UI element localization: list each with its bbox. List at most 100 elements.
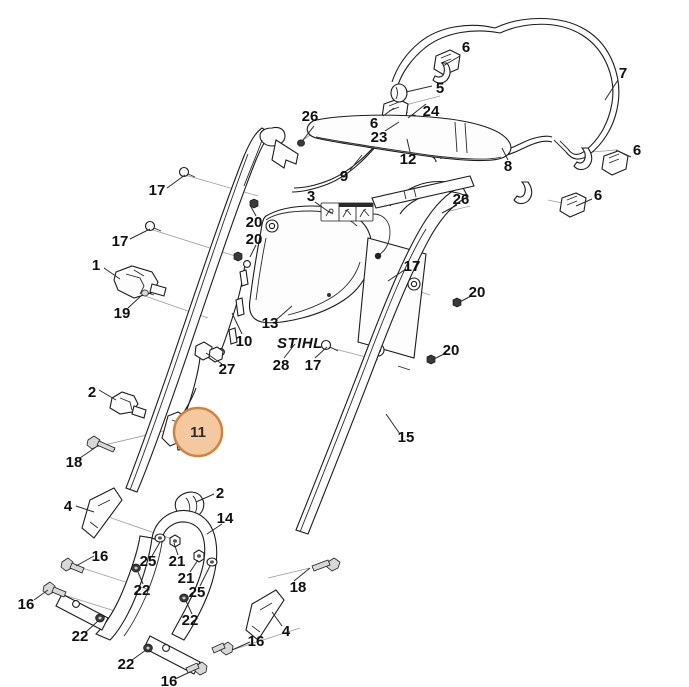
stihl-brand-logo: STIHL [277,335,323,352]
grip-4-right [245,589,285,641]
callout-number-1: 1 [92,257,100,274]
nut-20-d [426,354,436,365]
handlebar-9 [306,114,512,162]
upper-right-bar [371,175,475,209]
cable-terminal-bottom [513,181,533,205]
callout-number-17: 17 [305,357,322,374]
leader-line [275,305,293,321]
leader-line [405,85,433,93]
eyelet-17-a [178,166,196,178]
nut-20-b [233,251,243,262]
bolt-26-top [297,139,305,147]
leader-line [199,565,211,587]
callout-number-22: 22 [72,628,89,645]
left-handle-tube [125,126,299,493]
leader-line [137,571,144,585]
highlight-circle[interactable] [172,406,224,458]
callout-number-8: 8 [504,158,512,175]
leader-line [79,446,97,459]
leader-line [406,138,411,153]
callout-number-23: 23 [371,129,388,146]
clamp-2-upper [109,391,147,419]
nut-21-a [169,534,181,548]
callout-number-19: 19 [114,305,131,322]
eyelet-17-d [320,339,339,352]
leader-line [231,641,251,651]
callout-leader-lines [33,55,632,680]
leader-line [173,542,179,556]
callout-number-28: 28 [273,357,290,374]
leader-line [501,147,509,161]
bolt-16-b [42,581,67,598]
callout-number-7: 7 [619,65,627,82]
callout-number-27: 27 [219,361,236,378]
callout-number-2: 2 [88,384,96,401]
callout-number-20: 20 [246,214,263,231]
leader-line [615,149,632,158]
callout-number-22: 22 [134,582,151,599]
grommet-5 [390,83,408,103]
washer-25-a [154,533,166,543]
callout-number-5: 5 [436,80,444,97]
mount-bracket-right [143,635,201,675]
callout-number-17: 17 [404,258,421,275]
leader-line [98,389,117,401]
callout-number-21: 21 [169,553,186,570]
cable-clip-6-c [559,192,587,218]
bolt-18-right [311,557,341,572]
callout-number-16: 16 [161,673,178,687]
bolt-18-left [86,435,116,453]
callout-number-4: 4 [282,623,291,640]
callout-number-11[interactable]: 11 [190,424,206,441]
leader-line [604,79,619,101]
bolt-16-d [185,661,208,676]
screw-19 [141,289,155,297]
leader-line [185,600,193,615]
leader-line [442,55,461,67]
leader-line [384,121,400,132]
callout-number-14: 14 [217,510,234,527]
washer-22-b [95,613,105,623]
callout-number-17: 17 [149,182,166,199]
cable-terminal-left [432,62,451,84]
washer-22-c [179,593,189,603]
callout-number-2: 2 [216,485,224,502]
leader-line [129,228,151,240]
callout-number-25: 25 [189,584,206,601]
leader-line [457,295,472,304]
leader-line [205,352,223,365]
callout-number-6: 6 [594,187,602,204]
leader-line [189,559,199,573]
callout-number-4: 4 [64,498,73,515]
callout-number-26: 26 [302,108,319,125]
leader-line [33,589,49,601]
cable-terminal-right [573,147,593,171]
callout-number-6: 6 [633,142,641,159]
leader-line [249,244,257,258]
leader-line [195,493,215,503]
leader-line [314,201,330,213]
bolt-16-c [211,641,234,656]
highlight-marker-11[interactable] [172,406,224,458]
callout-number-20: 20 [469,284,486,301]
leader-line [103,267,121,280]
leader-line [283,343,296,359]
callout-number-10: 10 [236,333,253,350]
callout-number-6: 6 [370,115,378,132]
connector-27 [185,341,224,413]
leader-line [385,413,401,435]
leader-line [349,154,363,171]
washer-25-b [206,557,218,567]
leader-line [75,505,95,513]
leader-line [127,294,143,309]
callout-number-13: 13 [262,315,279,332]
leader-line [441,204,458,214]
callout-number-20: 20 [443,342,460,359]
leader-line [174,671,191,680]
leader-line [302,125,315,141]
leader-line [249,204,257,217]
callout-number-22: 22 [182,612,199,629]
callout-number-16: 16 [18,596,35,613]
